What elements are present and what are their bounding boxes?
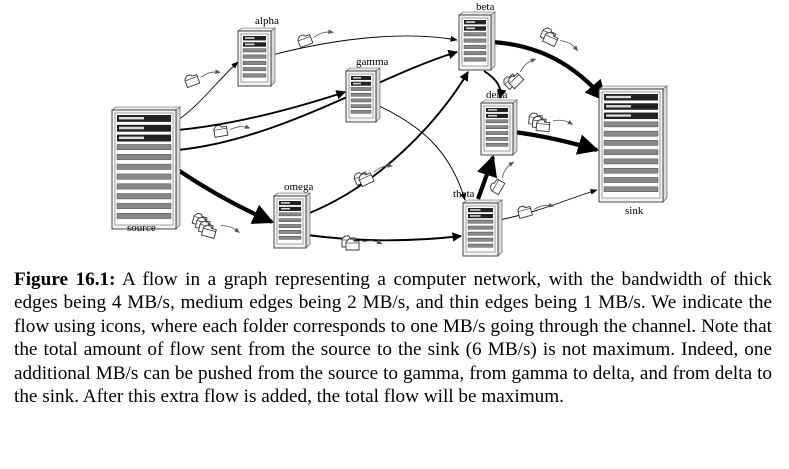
node-label-delta: delta <box>486 89 507 101</box>
folder-icon <box>213 124 229 138</box>
server-theta: theta <box>453 188 503 257</box>
flow-arrow-icon <box>519 58 537 72</box>
flow-arrow-icon <box>313 29 334 38</box>
folder-icon <box>517 205 533 220</box>
flow-icons-source-omega <box>191 212 240 239</box>
node-label-sink: sink <box>625 205 644 217</box>
folder-icon <box>297 34 314 49</box>
node-label-gamma: gamma <box>356 56 388 68</box>
node-label-alpha: alpha <box>255 15 279 27</box>
flow-icons-source-gamma <box>213 124 251 138</box>
flow-icons-omega-beta <box>353 163 393 188</box>
node-label-theta: theta <box>453 188 474 200</box>
folder-icon <box>508 72 525 90</box>
edge-theta-sink <box>498 189 598 221</box>
node-label-beta: beta <box>476 1 494 13</box>
folder-icon <box>535 119 551 133</box>
node-label-source: source <box>127 222 156 234</box>
node-label-omega: omega <box>284 181 313 193</box>
flow-icons-theta-sink <box>517 203 555 220</box>
flow-icons-theta-delta <box>489 161 515 196</box>
edge-theta-delta <box>476 155 497 200</box>
flow-arrow-icon <box>501 161 515 179</box>
flow-icons-omega-theta <box>341 235 383 251</box>
flow-arrow-icon <box>361 239 383 245</box>
server-gamma: gamma <box>345 56 388 123</box>
flow-icons-source-alpha <box>184 69 221 89</box>
edge-source-omega <box>176 168 274 224</box>
edge-beta-sink <box>491 39 607 102</box>
flow-arrow-icon <box>560 40 579 52</box>
edge-omega-beta <box>306 71 469 215</box>
folder-icon <box>541 31 559 48</box>
edge-source-gamma <box>177 90 346 131</box>
edge-source-alpha <box>177 61 239 121</box>
figure-caption: Figure 16.1: A flow in a graph represent… <box>14 268 772 408</box>
edge-beta-delta <box>483 70 507 99</box>
flow-icons-beta-sink <box>539 27 579 52</box>
flow-arrow-icon <box>229 124 251 131</box>
flow-arrow-icon <box>373 163 393 173</box>
edge-source-beta <box>177 49 458 151</box>
server-delta: delta <box>480 89 518 156</box>
server-source: source <box>111 106 181 234</box>
server-beta: beta <box>458 1 496 71</box>
server-alpha: alpha <box>237 15 279 87</box>
flow-icons-delta-sink <box>528 112 574 133</box>
flow-icons-beta-delta <box>503 58 537 91</box>
folder-icon <box>358 172 375 188</box>
flow-arrow-icon <box>220 225 240 234</box>
figure-label: Figure 16.1: <box>14 269 116 290</box>
server-sink: sink <box>598 85 668 217</box>
flow-arrow-icon <box>533 203 555 210</box>
edge-gamma-theta <box>376 104 466 201</box>
network-flow-diagram: source alpha gamma beta delta omega theta sink <box>111 1 668 257</box>
edge-alpha-beta <box>271 35 458 56</box>
flow-icons-alpha-beta <box>297 29 334 49</box>
caption-text: A flow in a graph representing a compute… <box>14 269 772 408</box>
folder-icon <box>345 238 360 251</box>
server-omega: omega <box>273 181 313 249</box>
folder-icon <box>200 224 217 239</box>
folder-icon <box>489 178 506 196</box>
flow-arrow-icon <box>200 69 221 78</box>
edge-delta-sink <box>513 129 600 155</box>
flow-arrow-icon <box>552 119 574 125</box>
edge-omega-theta <box>306 232 462 242</box>
folder-icon <box>184 74 201 89</box>
